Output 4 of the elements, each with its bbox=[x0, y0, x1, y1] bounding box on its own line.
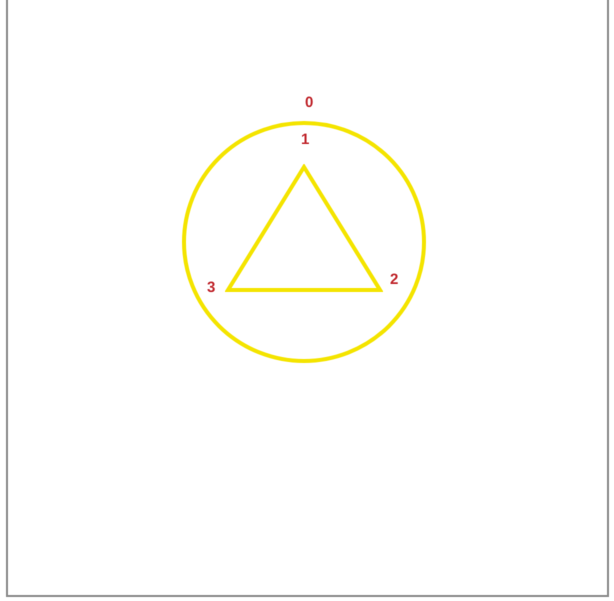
vertex-number: 1 bbox=[301, 132, 310, 147]
node-number: 0 bbox=[305, 95, 314, 110]
vertex-number: 2 bbox=[390, 272, 398, 287]
vertex-number: 3 bbox=[207, 280, 216, 295]
